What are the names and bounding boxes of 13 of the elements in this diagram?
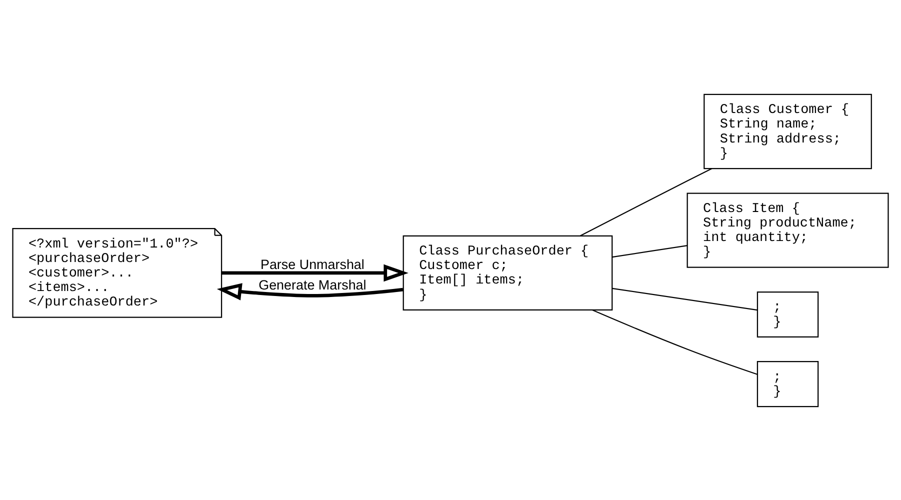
connector [612, 287, 758, 310]
arrow [222, 264, 408, 282]
node-box: Class Customer { String name; String address; } [704, 93, 872, 169]
node-box: Class PurchaseOrder { Customer c; Item[] items; } [402, 234, 613, 310]
connector [612, 244, 688, 258]
node-box: ; } [756, 290, 819, 337]
edge-label: Parse Unmarshal [260, 256, 364, 272]
connector [592, 309, 758, 374]
arrow [216, 282, 404, 300]
node-box: ; } [756, 360, 819, 407]
node-box: Class Item { String productName; int quantity; } [686, 192, 889, 268]
edge-label: Generate Marshal [258, 276, 366, 292]
connector [580, 168, 712, 236]
